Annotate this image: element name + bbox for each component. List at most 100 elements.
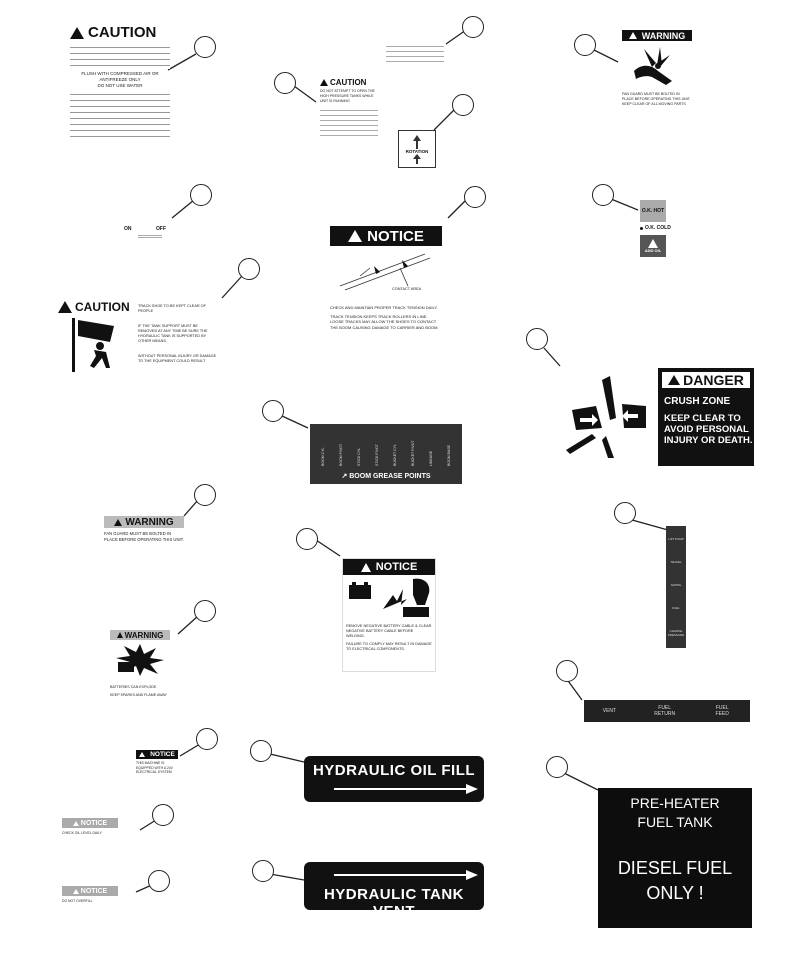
grease-gun-icon: ↗ [341, 473, 350, 480]
callout-circle [252, 860, 274, 882]
fuel-return-port-label: FUEL RETURN [654, 705, 676, 717]
grease-point-label: STICK CYL [357, 447, 361, 466]
warning-triangle-icon [114, 518, 123, 526]
warning-triangle-icon [668, 375, 681, 385]
caution-small-header: CAUTION [320, 78, 378, 87]
notice-battery-text-2: FAILURE TO COMPLY MAY RESULT IN DAMAGE T… [346, 642, 432, 651]
falling-object-hazard-icon [72, 318, 114, 372]
warning-fan-text: FAN GUARD MUST BE BOLTED IN PLACE BEFORE… [622, 92, 691, 106]
warning-label-fan: WARNING FAN GUARD MUST BE BOLTED IN PLAC… [622, 30, 692, 134]
arrow-right-icon [334, 784, 478, 794]
callout-circle [464, 186, 486, 208]
callout-circle [262, 400, 284, 422]
notice-header: NOTICE [343, 559, 435, 575]
callout-circle [194, 36, 216, 58]
grease-points-title: ↗ BOOM GREASE POINTS [341, 473, 431, 480]
callout-circle [194, 600, 216, 622]
fuel-feed-port-label: FUEL FEED [715, 705, 729, 717]
callout-circle [462, 16, 484, 38]
strip-item-label: FUEL [672, 605, 680, 610]
hydraulic-oil-fill-text: HYDRAULIC OIL FILL [312, 762, 476, 779]
callout-circle [190, 184, 212, 206]
pre-heater-title: PRE-HEATER FUEL TANK [630, 795, 720, 830]
grease-points-list: BOOM CYL BOOM PIVOT STICK CYL STICK PIVO… [310, 424, 462, 466]
grease-point-label: STICK PIVOT [375, 444, 379, 466]
callout-circle [574, 34, 596, 56]
callout-circle [152, 804, 174, 826]
arrow-up-icon [413, 153, 421, 164]
danger-panel: DANGER CRUSH ZONE KEEP CLEAR TO AVOID PE… [658, 368, 754, 466]
grease-point-label: BOOM BASE [447, 444, 451, 466]
warning-triangle-icon [360, 562, 371, 572]
notice-label-welding: NOTICE REMOVE NEGATIVE BATTERY CABLE & C… [342, 558, 436, 672]
notice-header: NOTICE [330, 226, 442, 246]
grease-point-label: LINKAGE [429, 450, 433, 466]
warning-header: WARNING [104, 516, 184, 528]
contact-area-label: CONTACT AREA [392, 287, 422, 291]
warning-triangle-icon [320, 79, 328, 86]
diesel-fuel-only-text: DIESEL FUEL ONLY ! [617, 858, 733, 903]
warning-label-battery-explosion: WARNING BATTERIES CAN EXPLODE KEEP SPARK… [110, 630, 170, 714]
strip-item-label: LIFT PUMP [668, 537, 684, 542]
notice-battery-text-1: REMOVE NEGATIVE BATTERY CABLE & CLEAR NE… [346, 624, 432, 638]
hydraulic-tank-vent-label: HYDRAULIC TANK VENT [304, 862, 484, 920]
warning-explosion-text-1: BATTERIES CAN EXPLODE [110, 685, 157, 689]
caution-text-block [70, 45, 170, 69]
oil-level-gauge-label: O.K. HOT O.K. COLD ADD OIL [640, 200, 672, 274]
callout-circle [296, 528, 318, 550]
warning-triangle-icon [139, 752, 146, 757]
fuel-ports-label: VENT FUEL RETURN FUEL FEED [584, 700, 750, 722]
rotation-label: ROTATION [398, 130, 436, 168]
caution-label-tank-support: CAUTION TRACK SHOE TO BE KEPT CLEAR OF P… [58, 300, 220, 376]
callout-circle [592, 184, 614, 206]
welding-battery-icon [349, 578, 430, 617]
fan-hand-hazard-icon [634, 47, 672, 85]
crush-hazard-icon [566, 376, 646, 458]
arrow-up-icon [413, 134, 421, 149]
grease-point-label: BOOM PIVOT [339, 443, 343, 466]
notice-label-24v: NOTICE THIS MACHINE IS EQUIPPED WITH A 2… [136, 750, 178, 786]
warning-triangle-icon [70, 26, 84, 39]
notice-label-oil-level: NOTICE CHECK OIL LEVEL DAILY [62, 818, 118, 856]
vertical-gauge-strip: LIFT PUMP TRAVEL SWING FUEL CHARGE PRESS… [666, 526, 686, 648]
caution-crush-text-2: IF THE TANK SUPPORT MUST BE REMOVED AT A… [138, 324, 208, 343]
callout-circle [148, 870, 170, 892]
notice-header: NOTICE [136, 750, 178, 759]
callout-circle [194, 484, 216, 506]
danger-crush-zone-label: DANGER CRUSH ZONE KEEP CLEAR TO AVOID PE… [560, 368, 754, 466]
notice-header: NOTICE [62, 818, 118, 828]
warning-triangle-icon [72, 820, 79, 826]
ok-cold-label: O.K. COLD [645, 225, 671, 231]
hydraulic-oil-fill-label: HYDRAULIC OIL FILL [304, 756, 484, 802]
notice-text-2: TRACK TENSION KEEPS TRACK ROLLERS IN LIN… [330, 313, 439, 330]
notice-label-overfill: NOTICE DO NOT OVERFILL [62, 886, 118, 930]
caution-small-text-block [320, 108, 378, 138]
explosion-hazard-icon [116, 644, 164, 676]
warning-triangle-icon [116, 632, 123, 638]
caution-header: CAUTION [58, 300, 220, 314]
notice-header: NOTICE [62, 886, 118, 896]
notice-text-1: CHECK AND MAINTAIN PROPER TRACK TENSION … [330, 305, 438, 310]
caution-subline-2: DO NOT USE WATER [97, 83, 143, 88]
warning-triangle-icon [58, 301, 72, 313]
danger-crush-zone-text: CRUSH ZONE [664, 396, 731, 407]
callout-circle [556, 660, 578, 682]
warning-triangle-icon [72, 888, 79, 894]
grease-point-label: BUCKET PIVOT [411, 440, 415, 466]
callout-circle [614, 502, 636, 524]
callout-circle [274, 72, 296, 94]
vent-port-label: VENT [602, 708, 617, 714]
danger-text-block: KEEP CLEAR TO AVOID PERSONAL INJURY OR D… [664, 413, 753, 446]
warning-explosion-text-2: KEEP SPARKS AND FLAME AWAY [110, 693, 168, 697]
callout-circle [452, 94, 474, 116]
warning-header: WARNING [622, 30, 692, 41]
strip-item-label: SWING [670, 582, 682, 587]
warning-header: WARNING [110, 630, 170, 640]
caution-label-compressed-air: CAUTION FLUSH WITH COMPRESSED AIR OR ANT… [70, 24, 170, 144]
strip-item-label: CHARGE PRESSURE [667, 628, 685, 637]
warning-triangle-icon [648, 239, 658, 248]
caution-subline: FLUSH WITH COMPRESSED AIR OR ANTIFREEZE … [81, 71, 159, 82]
callout-circle [546, 756, 568, 778]
grease-point-label: BUCKET CYL [393, 444, 397, 466]
text-label-small [386, 44, 444, 66]
